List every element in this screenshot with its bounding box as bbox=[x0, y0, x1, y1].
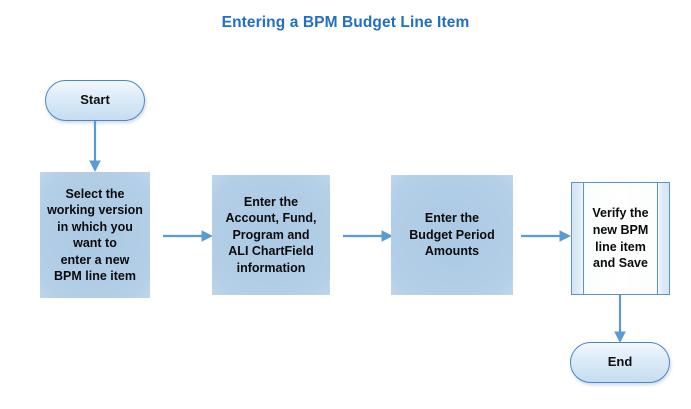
node-step2[interactable]: Enter the Account, Fund, Program and ALI… bbox=[212, 175, 330, 295]
node-step1[interactable]: Select the working version in which you … bbox=[40, 172, 150, 298]
connector-step4-to-end bbox=[612, 295, 628, 345]
page-title: Entering a BPM Budget Line Item bbox=[221, 14, 470, 31]
connector-step2-to-step3 bbox=[343, 228, 395, 244]
node-start[interactable]: Start bbox=[45, 80, 145, 121]
predefined-bar-left bbox=[583, 183, 584, 294]
node-start-label: Start bbox=[80, 92, 110, 108]
connector-step1-to-step2 bbox=[163, 228, 215, 244]
node-step4-label: Verify the new BPM line item and Save bbox=[592, 205, 649, 271]
node-step4[interactable]: Verify the new BPM line item and Save bbox=[571, 182, 670, 295]
node-end[interactable]: End bbox=[570, 342, 670, 383]
node-step2-label: Enter the Account, Fund, Program and ALI… bbox=[225, 194, 317, 275]
node-end-label: End bbox=[607, 354, 633, 370]
node-step1-label: Select the working version in which you … bbox=[47, 186, 143, 284]
node-step3-label: Enter the Budget Period Amounts bbox=[409, 211, 495, 259]
connector-step3-to-step4 bbox=[521, 228, 573, 244]
connector-start-to-step1 bbox=[87, 121, 103, 174]
node-step3[interactable]: Enter the Budget Period Amounts bbox=[391, 175, 513, 295]
predefined-bar-right bbox=[657, 183, 658, 294]
